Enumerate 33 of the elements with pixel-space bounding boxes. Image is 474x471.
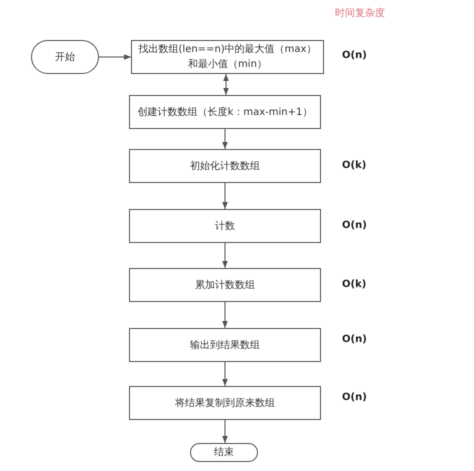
arrow	[222, 182, 228, 210]
node-text: 累加计数数组	[195, 278, 255, 292]
process-box	[129, 386, 321, 420]
arrow	[223, 74, 229, 96]
node-text: 开始	[55, 50, 75, 64]
node-text: 创建计数数组（长度k：max-min+1）	[138, 106, 312, 120]
complexity-label: O(n)	[342, 392, 367, 403]
complexity-label: O(n)	[342, 50, 367, 61]
node-text: 输出到结果数组	[190, 338, 260, 352]
arrow	[222, 362, 228, 386]
process-box	[129, 268, 321, 302]
node-text: 将结果复制到原来数组	[175, 396, 275, 410]
column-heading: 时间复杂度	[335, 6, 385, 20]
process-box	[129, 95, 321, 129]
node-text: 结束	[214, 446, 234, 460]
arrow	[222, 302, 228, 328]
complexity-label: O(k)	[342, 279, 366, 290]
process-box	[131, 40, 324, 74]
node-text: 初始化计数数组	[190, 160, 260, 174]
arrow	[222, 242, 228, 268]
arrow	[222, 128, 228, 150]
node-text: 找出数组(len==n)中的最大值（max）和最小值（min）	[138, 42, 317, 72]
terminal-node	[190, 443, 258, 462]
process-box	[129, 149, 321, 183]
node-text: 计数	[215, 220, 235, 234]
arrow	[98, 54, 132, 60]
terminal-node	[31, 40, 99, 74]
process-box	[129, 209, 321, 243]
arrow	[222, 420, 228, 444]
complexity-label: O(k)	[342, 160, 366, 171]
complexity-label: O(n)	[342, 220, 367, 231]
complexity-label: O(n)	[342, 334, 367, 345]
process-box	[129, 328, 321, 362]
